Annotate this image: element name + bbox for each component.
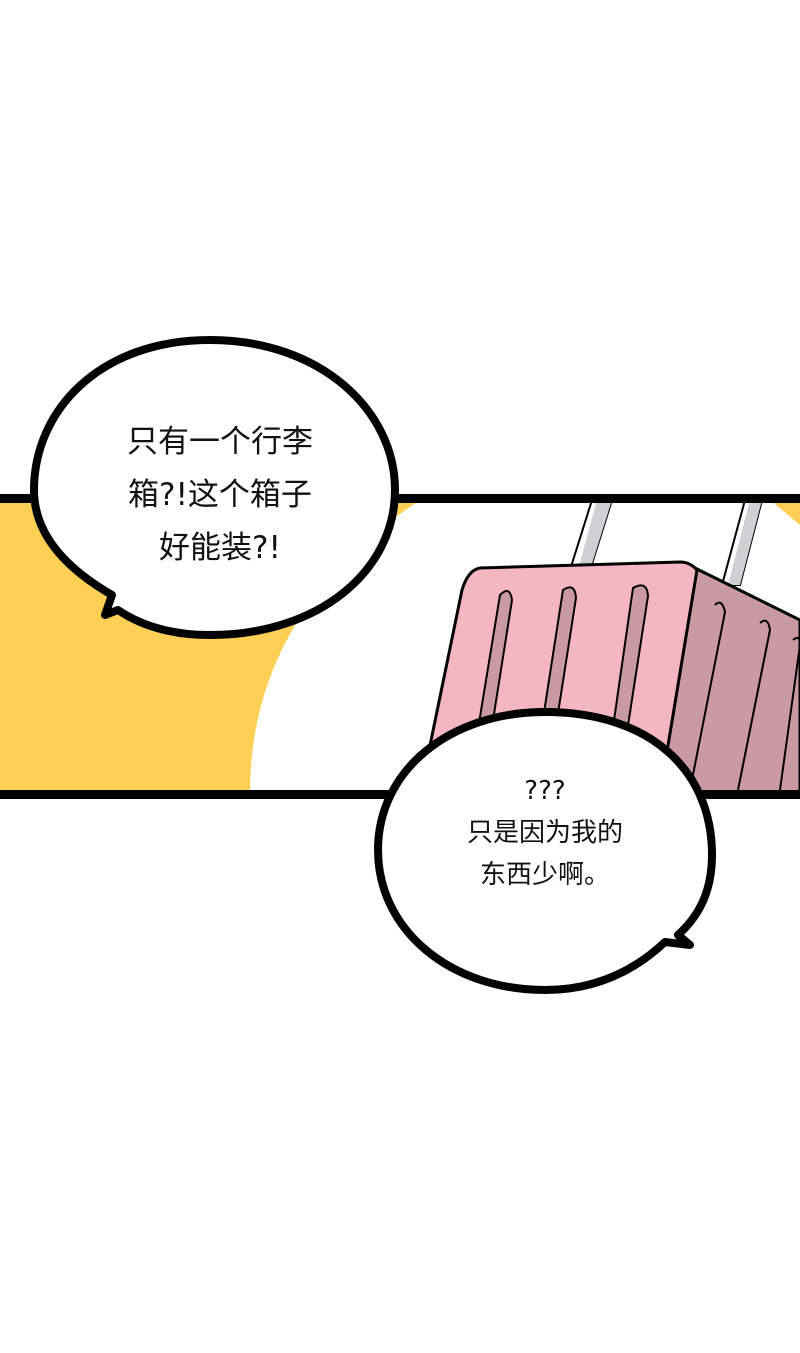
speech-bubble-left-text: 只有一个行李 箱?!这个箱子 好能装?! xyxy=(127,424,313,566)
panel-top-border xyxy=(0,494,800,503)
speech-bubble-right-text: ??? 只是因为我的 东西少啊。 xyxy=(466,776,623,890)
speech-bubble-left xyxy=(30,336,399,639)
speech-bubble-right xyxy=(374,708,716,994)
